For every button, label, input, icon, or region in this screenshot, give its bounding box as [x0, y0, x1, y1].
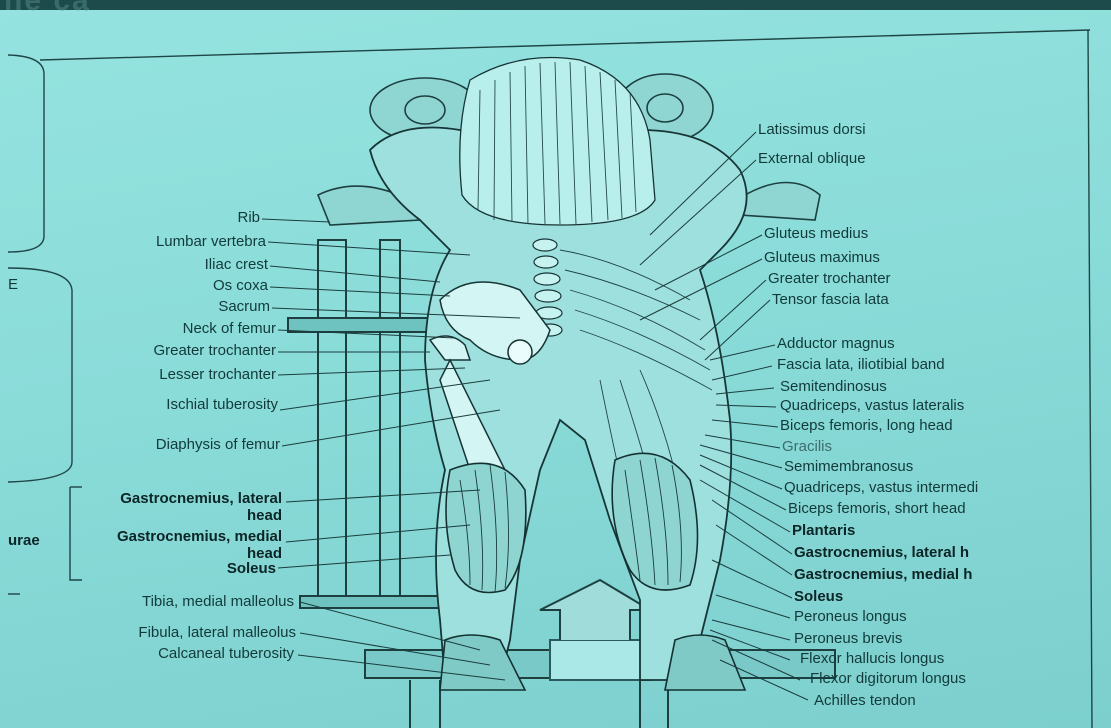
label-rib: Rib: [237, 209, 260, 227]
label-semimembranosus: Semimembranosus: [784, 458, 913, 476]
label-soleus-left: Soleus: [227, 560, 276, 578]
label-gastrocnemius-medial-head-right: Gastrocnemius, medial h: [794, 566, 972, 584]
label-gluteus-medius: Gluteus medius: [764, 225, 868, 243]
label-neck-of-femur: Neck of femur: [183, 320, 276, 338]
label-tibia-medial-malleolus: Tibia, medial malleolus: [142, 593, 294, 611]
label-os-coxa: Os coxa: [213, 277, 268, 295]
label-peroneus-longus: Peroneus longus: [794, 608, 907, 626]
label-gracilis: Gracilis: [782, 438, 832, 456]
label-greater-trochanter-left: Greater trochanter: [153, 342, 276, 360]
label-gluteus-maximus: Gluteus maximus: [764, 249, 880, 267]
label-diaphysis-of-femur: Diaphysis of femur: [156, 436, 280, 454]
label-flexor-digitorum-longus: Flexor digitorum longus: [810, 670, 966, 688]
label-iliac-crest: Iliac crest: [205, 256, 268, 274]
group-fragment-surae: urae: [8, 532, 40, 550]
label-quadriceps-vastus-intermedius: Quadriceps, vastus intermedi: [784, 479, 978, 497]
group-fragment-e: E: [8, 276, 18, 294]
label-calcaneal-tuberosity: Calcaneal tuberosity: [158, 645, 294, 663]
label-peroneus-brevis: Peroneus brevis: [794, 630, 902, 648]
label-adductor-magnus: Adductor magnus: [777, 335, 895, 353]
label-lesser-trochanter: Lesser trochanter: [159, 366, 276, 384]
label-fibula-lateral-malleolus: Fibula, lateral malleolus: [138, 624, 296, 642]
label-latissimus-dorsi: Latissimus dorsi: [758, 121, 866, 139]
label-external-oblique: External oblique: [758, 150, 866, 168]
label-semitendinosus: Semitendinosus: [780, 378, 887, 396]
label-greater-trochanter-right: Greater trochanter: [768, 270, 891, 288]
label-biceps-femoris-long-head: Biceps femoris, long head: [780, 417, 953, 435]
label-ischial-tuberosity: Ischial tuberosity: [158, 396, 278, 413]
label-gastrocnemius-medial-head-left: Gastrocnemius, medial head: [82, 528, 282, 562]
label-tensor-fascia-lata: Tensor fascia lata: [772, 291, 889, 309]
label-lumbar-vertebra: Lumbar vertebra: [156, 233, 266, 251]
label-sacrum: Sacrum: [218, 298, 270, 316]
label-biceps-femoris-short-head: Biceps femoris, short head: [788, 500, 966, 518]
label-gastrocnemius-lateral-head-right: Gastrocnemius, lateral h: [794, 544, 969, 562]
label-flexor-hallucis-longus: Flexor hallucis longus: [800, 650, 944, 668]
label-fascia-lata-iliotibial-band: Fascia lata, iliotibial band: [777, 356, 945, 374]
label-quadriceps-vastus-lateralis: Quadriceps, vastus lateralis: [780, 397, 964, 415]
label-plantaris: Plantaris: [792, 522, 855, 540]
label-achilles-tendon: Achilles tendon: [814, 692, 916, 710]
label-soleus-right: Soleus: [794, 588, 843, 606]
label-gastrocnemius-lateral-head-left: Gastrocnemius, lateral head: [82, 490, 282, 524]
